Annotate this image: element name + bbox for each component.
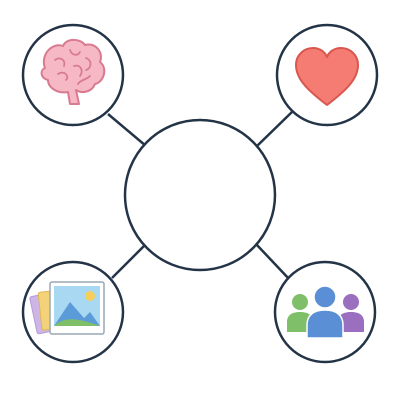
connector-top-left [107, 113, 147, 147]
people-icon [287, 285, 364, 339]
connectors [107, 110, 294, 281]
connector-top-right [256, 110, 294, 147]
connector-bottom-left [111, 243, 147, 279]
node-photos [21, 260, 125, 364]
connector-bottom-right [255, 243, 291, 281]
node-heart [275, 23, 379, 127]
node-people [273, 260, 377, 364]
photos-icon [29, 281, 105, 335]
node-brain [21, 23, 125, 127]
center-node [123, 118, 277, 272]
brain-icon [40, 38, 106, 105]
heart-icon [295, 47, 359, 106]
